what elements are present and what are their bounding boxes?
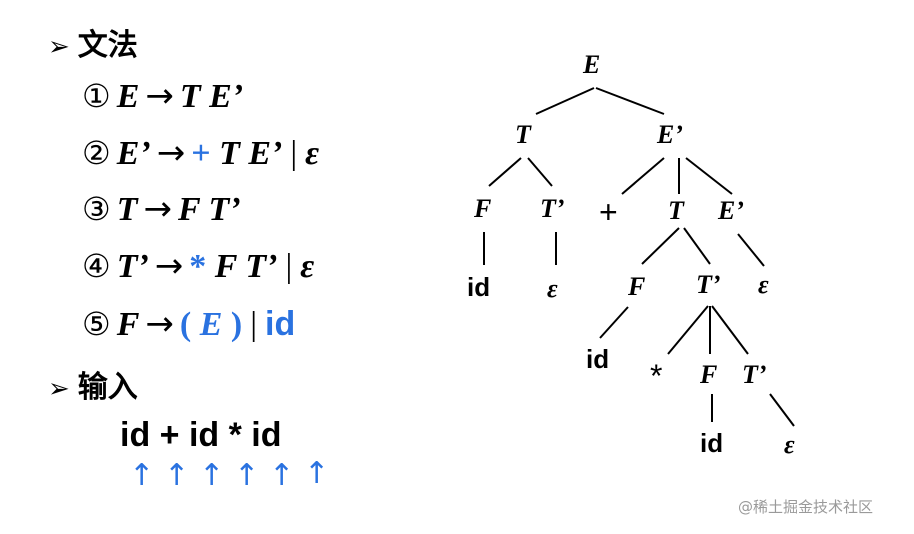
tree-node-T: T (668, 196, 684, 225)
tree-edge (685, 157, 733, 195)
tree-node-T: T (515, 120, 531, 149)
tree-edge (535, 87, 595, 115)
tree-node-F: F (628, 272, 646, 301)
up-arrow-icon: ↑ (129, 458, 155, 493)
triangle-bullet-icon: ➢ (48, 32, 70, 62)
tree-leaf-id: id (586, 344, 610, 374)
rule-rhs-symbol: T (179, 78, 201, 115)
tree-node-E-prime: E’ (657, 120, 683, 149)
input-heading: ➢输入 (48, 362, 138, 406)
triangle-bullet-icon: ➢ (48, 374, 70, 404)
grammar-heading-label: 文法 (77, 29, 138, 62)
rule-lhs: E’ (116, 135, 151, 172)
rule-rhs-symbol: T’ (208, 191, 241, 228)
watermark: @稀土掘金技术社区 (738, 498, 874, 516)
up-arrow-icon: ↑ (304, 456, 330, 491)
plus-terminal: + (191, 135, 211, 172)
tree-node-F: F (474, 194, 492, 223)
rule-rhs-symbol: E’ (248, 135, 283, 172)
rule-number: ② (82, 134, 111, 172)
input-string: id + id * id (120, 416, 282, 454)
rule-rhs-symbol: F (214, 248, 237, 285)
star-terminal: * (189, 248, 207, 285)
alternative-bar: | (250, 306, 258, 343)
rule-rhs-symbol: E’ (209, 78, 244, 115)
rule-lhs: E (116, 78, 140, 115)
tree-leaf-epsilon: ε (784, 430, 795, 459)
tree-edge (595, 87, 665, 115)
rule-alt: ε (305, 135, 320, 172)
tree-edge (667, 305, 709, 355)
up-arrow-icon: ↑ (269, 458, 295, 493)
rule-lhs: T (116, 191, 138, 228)
tree-leaf-epsilon: ε (547, 274, 558, 303)
arrow-icon: → (154, 246, 184, 286)
tree-edge (641, 227, 680, 265)
arrow-icon: → (145, 76, 174, 116)
rule-number: ④ (82, 247, 111, 285)
rule-lhs: F (116, 306, 140, 343)
tree-edge (527, 157, 553, 187)
grammar-heading: ➢文法 (48, 20, 138, 64)
rparen-terminal: ) (230, 306, 243, 343)
rule-number: ③ (82, 190, 111, 228)
arrow-icon: → (143, 189, 172, 229)
id-terminal: id (265, 305, 296, 343)
up-arrow-icon: ↑ (234, 458, 260, 493)
alternative-bar: | (285, 248, 293, 285)
rule-number: ⑤ (82, 305, 111, 343)
tree-node-T-prime: T’ (696, 270, 721, 299)
tree-node-E: E (583, 50, 601, 79)
alternative-bar: | (290, 135, 298, 172)
rule-lhs: T’ (116, 248, 149, 285)
rule-rhs-symbol: F (177, 191, 201, 228)
tree-node-E-prime: E’ (718, 196, 744, 225)
lparen-terminal: ( (179, 306, 192, 343)
tree-node-F: F (700, 360, 718, 389)
tree-edge (737, 233, 765, 267)
tree-leaf-epsilon: ε (758, 270, 769, 299)
rule-number: ① (82, 77, 111, 115)
tree-edge (621, 157, 665, 195)
arrow-icon: → (156, 133, 186, 173)
input-heading-label: 输入 (77, 371, 138, 404)
tree-leaf-id: id (467, 272, 491, 302)
rule-alt: ε (300, 248, 315, 285)
tree-leaf-star: * (650, 358, 663, 394)
tree-edge (711, 305, 749, 355)
tree-edge (683, 227, 711, 265)
tree-edge (488, 157, 522, 187)
up-arrow-icon: ↑ (199, 458, 225, 493)
tree-leaf-plus: + (599, 194, 618, 230)
tree-leaf-id: id (700, 428, 724, 458)
rule-rhs-symbol: T’ (245, 248, 278, 285)
rule-rhs-symbol: T (219, 135, 240, 172)
tree-edge (599, 306, 629, 339)
rule-rhs-symbol: E (199, 306, 223, 343)
tree-node-T-prime: T’ (540, 194, 565, 223)
up-arrow-icon: ↑ (164, 458, 190, 493)
arrow-icon: → (145, 304, 174, 344)
tree-node-T-prime: T’ (742, 360, 767, 389)
tree-edge (769, 393, 795, 427)
